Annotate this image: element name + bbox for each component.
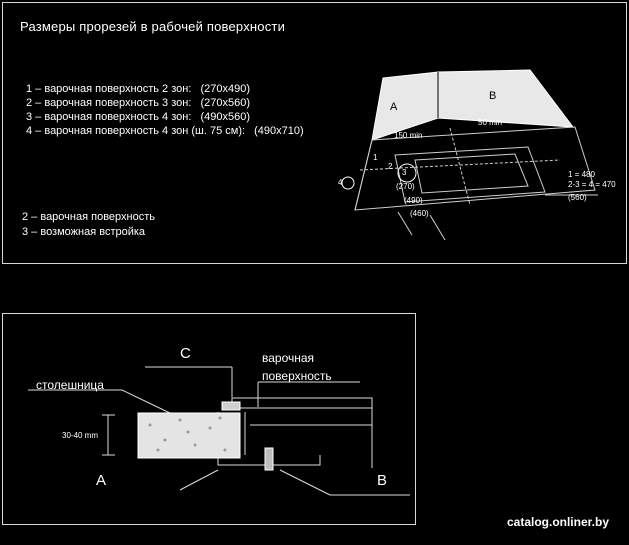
dimension-line-1: 1 – варочная поверхность 2 зон: (270x490…: [26, 83, 250, 95]
iso-mark-490: (490): [404, 196, 423, 205]
iso-note-1: 1 = 480: [568, 170, 595, 179]
seal-strip: [221, 401, 241, 411]
hob-label-line-1: варочная: [262, 351, 315, 365]
iso-mark-1: 1: [373, 153, 378, 162]
bottom-panel: [2, 313, 416, 525]
dimension-value: (270x490): [200, 83, 250, 95]
wall-b-shape: [437, 69, 575, 128]
dimension-text: 4 – варочная поверхность 4 зон (ш. 75 см…: [26, 125, 246, 137]
top-panel: [2, 2, 627, 264]
thickness-label: 30-40 mm: [62, 431, 99, 440]
dimension-text: 1 – варочная поверхность 2 зон:: [26, 83, 192, 95]
countertop-section: [137, 412, 241, 459]
dimension-line-3: 3 – варочная поверхность 4 зон: (490x560…: [26, 111, 250, 123]
cutout-outline: [394, 146, 546, 203]
countertop-label: столешница: [36, 378, 104, 392]
iso-mark-3: 3: [402, 168, 407, 177]
dimension-line-4: 4 – варочная поверхность 4 зон (ш. 75 см…: [26, 125, 304, 137]
label-a: A: [96, 472, 107, 489]
iso-mark-270: (270): [396, 182, 415, 191]
dimension-text: 2 – варочная поверхность 3 зон:: [26, 97, 192, 109]
dimension-value: (490x560): [200, 111, 250, 123]
dimension-text: 3 – варочная поверхность 4 зон:: [26, 111, 192, 123]
dimension-value: (270x560): [200, 97, 250, 109]
hob-label-line-2: поверхность: [262, 369, 332, 383]
hob-marker-circle: [397, 163, 417, 183]
hob-type-line-2: 3 – возможная встройка: [22, 226, 146, 238]
iso-note-3: (560): [568, 193, 587, 202]
dimension-line-2: 2 – варочная поверхность 3 зон: (270x560…: [26, 97, 250, 109]
iso-dim-left: 150 min: [394, 131, 423, 140]
diagram-title: Размеры прорезей в рабочей поверхности: [20, 19, 286, 34]
wall-label-b: B: [489, 90, 497, 102]
dimension-value: (490x710): [254, 125, 304, 137]
iso-dim-right: 50 min: [478, 118, 503, 127]
iso-mark-460: (460): [410, 209, 429, 218]
clamp-bracket: [264, 447, 274, 471]
iso-note-2: 2-3 = 4 = 470: [568, 180, 616, 189]
cutout-inner: [414, 153, 529, 194]
label-b: B: [377, 472, 388, 489]
iso-mark-2: 2: [388, 162, 393, 171]
hob-type-line-1: 2 – варочная поверхность: [22, 211, 155, 223]
label-c: C: [180, 345, 191, 362]
iso-mark-4: 4: [338, 178, 343, 187]
wall-a-shape: [371, 71, 439, 141]
wall-label-a: A: [390, 101, 398, 113]
watermark: catalog.onliner.by: [506, 515, 609, 529]
hob-marker-small: [341, 176, 355, 190]
countertop-texture: [148, 416, 227, 452]
